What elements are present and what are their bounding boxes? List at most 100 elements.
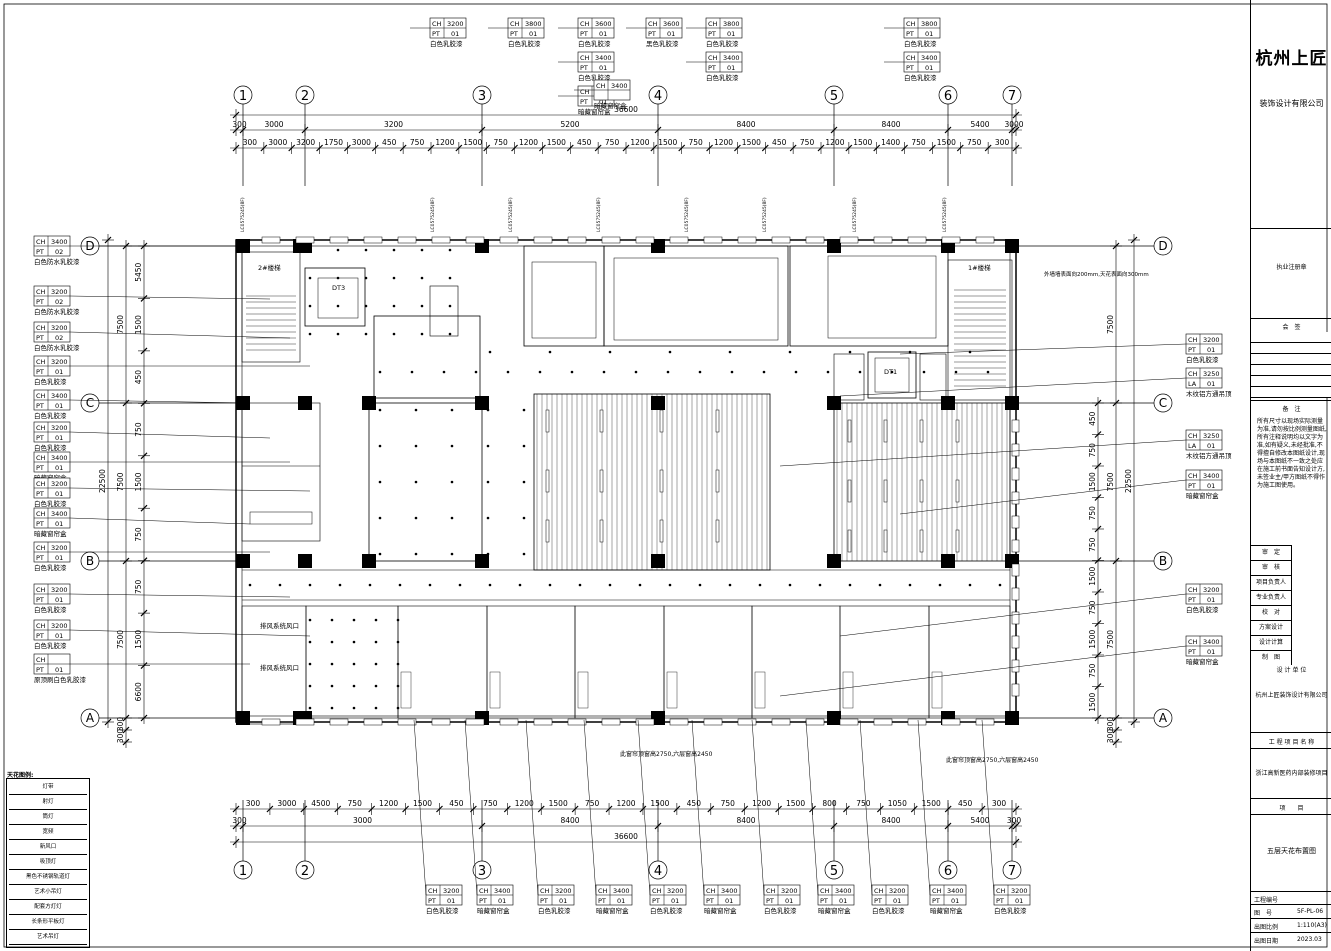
tag-ch-label: CH	[580, 54, 590, 62]
grid-label-col: 7	[1008, 864, 1016, 879]
leader	[69, 331, 291, 339]
shaft	[919, 353, 947, 401]
tag-text: 黑色乳胶漆	[646, 39, 679, 48]
tag-no: 01	[925, 64, 933, 72]
window	[873, 718, 893, 726]
window	[601, 236, 621, 244]
linear-light	[955, 529, 960, 553]
downlight	[448, 332, 452, 336]
downlight	[308, 248, 312, 252]
window	[397, 718, 417, 726]
window	[431, 236, 451, 244]
dim-text: 750	[134, 527, 143, 542]
title-row-label: 制 图	[1251, 650, 1292, 665]
dim-text: 450	[772, 138, 787, 147]
tag-no: 01	[55, 666, 63, 674]
dim-text: 1500	[922, 799, 941, 808]
dim-text: 7500	[1106, 630, 1115, 649]
tag-ch-label: CH	[598, 887, 608, 895]
leader	[779, 645, 1187, 697]
dim-text: 450	[577, 138, 592, 147]
linear-light	[599, 469, 604, 493]
downlight	[338, 583, 342, 587]
legend-item: 艺术吊灯	[9, 931, 87, 945]
downlight	[486, 444, 490, 448]
tag-text: 白色乳胶漆	[34, 443, 67, 452]
tag-no: 01	[55, 554, 63, 562]
tag-code: LA	[1188, 380, 1197, 388]
dim-text: 750	[1088, 506, 1097, 521]
downlight	[392, 304, 396, 308]
tag-ch-label: CH	[580, 20, 590, 28]
downlight	[308, 684, 312, 688]
downlight	[728, 350, 732, 354]
legend-item: 配套方灯灯	[9, 901, 87, 915]
downlight	[968, 583, 972, 587]
grid-label-col: 5	[830, 89, 838, 104]
dim-text: 1200	[630, 138, 649, 147]
label-window-code: LC0575245(8F)	[852, 197, 858, 232]
dim-slash	[122, 726, 130, 734]
dim-text: 7500	[1106, 472, 1115, 491]
window	[839, 236, 859, 244]
label-elevator-left: DT3	[332, 284, 345, 292]
downlight	[378, 444, 382, 448]
tag-code: PT	[1188, 648, 1196, 656]
tag-text: 白色乳胶漆	[706, 73, 739, 82]
dim-slash	[775, 805, 783, 813]
dim-text: 750	[1088, 600, 1097, 615]
tag-text: 白色乳胶漆	[994, 906, 1027, 915]
dim-text: 300	[995, 138, 1010, 147]
window	[1011, 659, 1020, 673]
company-subtitle: 装饰设计有限公司	[1259, 99, 1324, 108]
tag-code: PT	[906, 64, 914, 72]
dim-slash	[232, 126, 240, 134]
dim-slash	[402, 805, 409, 813]
dim-slash	[1094, 462, 1102, 470]
grid-label-row: D	[1158, 239, 1167, 253]
tag-code: PT	[580, 98, 588, 106]
tag-ch-label: CH	[36, 480, 46, 488]
downlight	[486, 480, 490, 484]
leader	[839, 593, 1187, 637]
window	[737, 236, 757, 244]
tag-no: 01	[559, 897, 567, 905]
dim-slash	[1130, 236, 1138, 244]
elevator-right	[867, 351, 917, 399]
tag-ch-value: 3200	[1203, 336, 1220, 344]
linear-light	[715, 519, 720, 543]
grid-label-col: 4	[654, 864, 662, 879]
title-row-label: 设计计算	[1251, 635, 1292, 650]
dim-slash	[622, 144, 630, 152]
dim-slash	[1094, 431, 1102, 438]
dim-slash	[1012, 805, 1020, 813]
tag-ch-value: 3200	[51, 544, 68, 552]
tag-ch-value: 3200	[443, 887, 460, 895]
downlight	[522, 408, 526, 412]
downlight	[668, 583, 672, 587]
dim-slash	[594, 144, 602, 152]
dim-text: 3000	[353, 816, 372, 825]
tag-ch-label: CH	[708, 20, 718, 28]
tag-ch-value: 3400	[835, 887, 852, 895]
tag-ch-label: CH	[36, 544, 46, 552]
downlight	[608, 583, 612, 587]
downlight	[420, 332, 424, 336]
tag-ch-label: CH	[36, 424, 46, 432]
grid-label-row: B	[86, 554, 94, 568]
downlight	[410, 370, 414, 374]
office	[305, 605, 399, 719]
dim-text: 750	[1088, 663, 1097, 678]
tag-ch-label: CH	[580, 88, 590, 96]
dim-slash	[809, 805, 816, 813]
tag-ch-label: CH	[766, 887, 776, 895]
